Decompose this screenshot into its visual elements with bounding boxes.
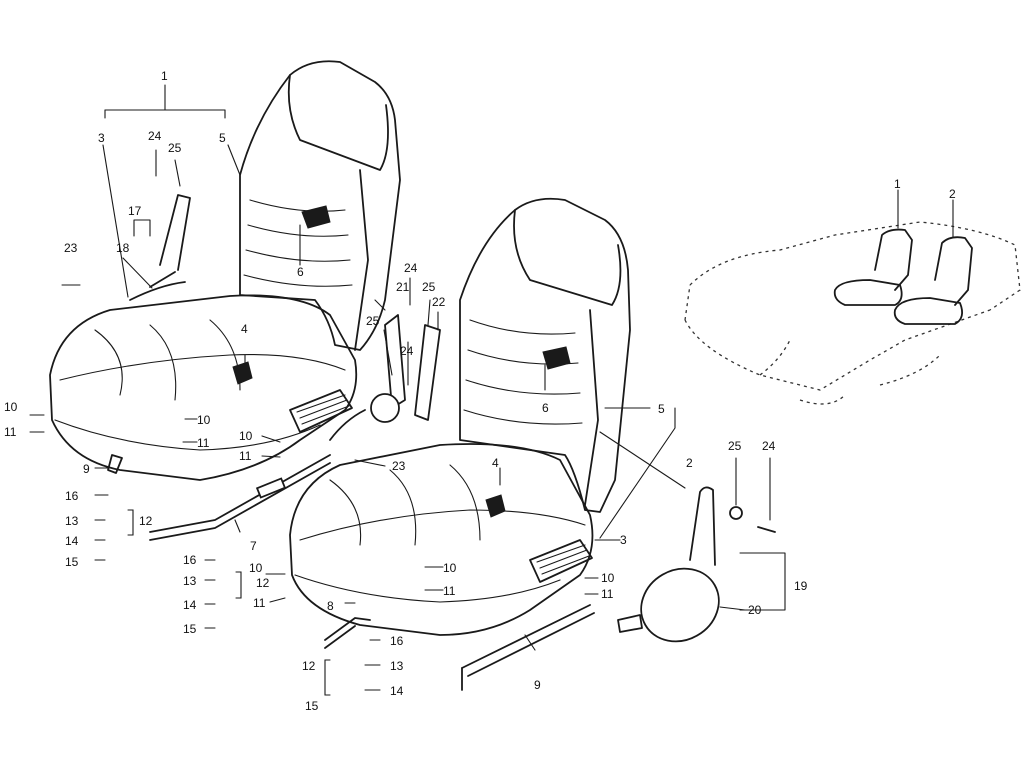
callout-10: 10 [443,561,457,575]
callout-16: 16 [390,634,404,648]
callout-24: 24 [400,344,414,358]
callout-4: 4 [241,322,248,336]
callout-24: 24 [762,439,776,453]
callout-2: 2 [949,187,956,201]
callout-25: 25 [422,280,436,294]
callout-21: 21 [396,280,410,294]
callout-11: 11 [253,596,266,610]
recliner-cover-assembly [617,486,776,643]
right-seat [289,197,631,691]
callout-9: 9 [534,678,541,692]
callout-12: 12 [256,576,270,590]
callout-12: 12 [139,514,153,528]
callout-10: 10 [601,571,615,585]
callout-23: 23 [64,241,78,255]
callout-1: 1 [161,69,168,83]
callout-11: 11 [443,584,456,598]
callout-23: 23 [392,459,406,473]
callout-3: 3 [98,131,105,145]
callout-25: 25 [366,314,380,328]
callout-3: 3 [620,533,627,547]
callout-1: 1 [894,177,901,191]
callout-18: 18 [116,241,130,255]
callout-24: 24 [404,261,418,275]
callout-labels: 1 3 5 24 25 17 18 23 6 4 10 11 10 11 10 … [4,69,956,713]
callout-16: 16 [183,553,197,567]
callout-14: 14 [390,684,404,698]
callout-17: 17 [128,204,142,218]
callout-4: 4 [492,456,499,470]
callout-5: 5 [658,402,665,416]
callout-13: 13 [390,659,404,673]
callout-25: 25 [168,141,182,155]
callout-14: 14 [65,534,79,548]
callout-11: 11 [197,436,210,450]
callout-10: 10 [4,400,18,414]
callout-9: 9 [83,462,90,476]
callout-19: 19 [794,579,808,593]
callout-25: 25 [728,439,742,453]
callout-15: 15 [305,699,319,713]
callout-5: 5 [219,131,226,145]
callout-14: 14 [183,598,197,612]
callout-24: 24 [148,129,162,143]
callout-10: 10 [239,429,253,443]
leader-lines [29,84,954,696]
callout-15: 15 [183,622,197,636]
vehicle-locator-inset [684,221,1021,405]
callout-6: 6 [542,401,549,415]
callout-10: 10 [249,561,263,575]
callout-22: 22 [432,295,446,309]
callout-11: 11 [239,449,252,463]
callout-11: 11 [4,425,17,439]
callout-2: 2 [686,456,693,470]
callout-6: 6 [297,265,304,279]
left-seat [49,60,401,541]
callout-12: 12 [302,659,316,673]
callout-13: 13 [183,574,197,588]
callout-10: 10 [197,413,211,427]
callout-13: 13 [65,514,79,528]
callout-15: 15 [65,555,79,569]
callout-16: 16 [65,489,79,503]
callout-7: 7 [250,539,257,553]
callout-20: 20 [748,603,762,617]
callout-11: 11 [601,587,614,601]
callout-8: 8 [327,599,334,613]
